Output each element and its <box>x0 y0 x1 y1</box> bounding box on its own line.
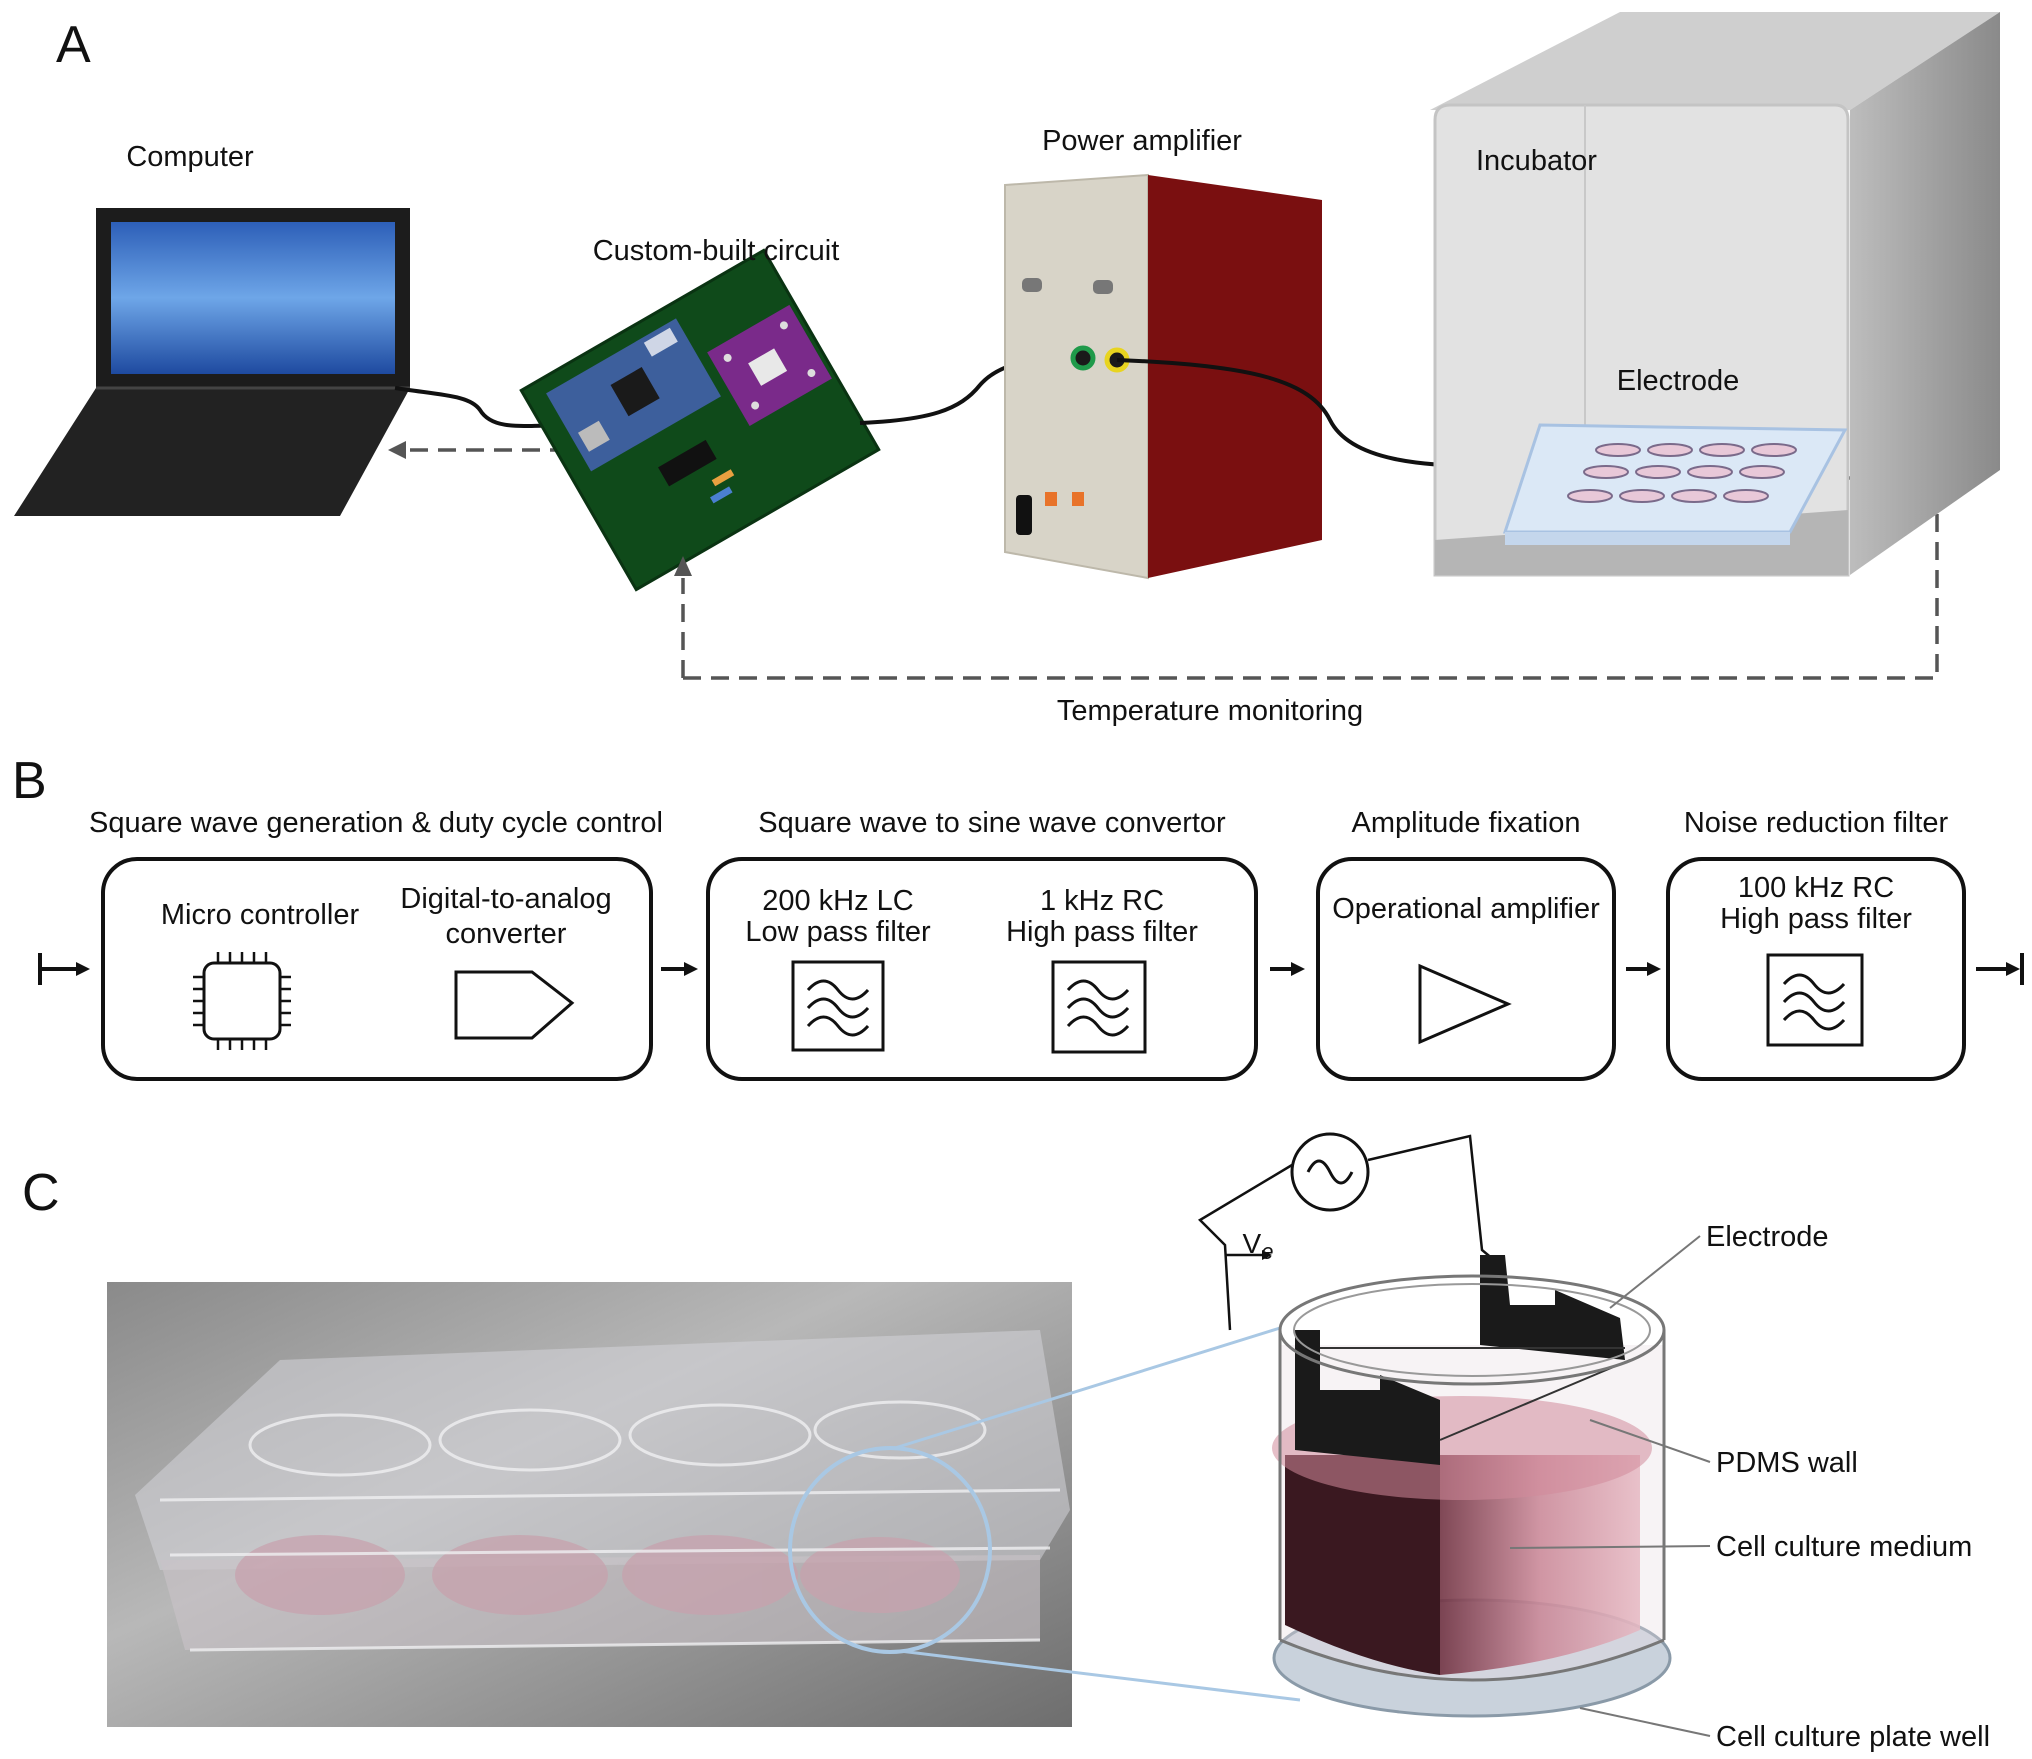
panel-b-letter: B <box>12 752 47 810</box>
arrow-right-icon <box>2006 962 2020 976</box>
stage-1-item-2-line-2: converter <box>446 918 567 950</box>
magnified-well-marker <box>788 1446 992 1654</box>
callout-cell-culture-medium: Cell culture medium <box>1716 1531 1972 1563</box>
laptop <box>14 208 410 516</box>
voltage-symbol: Ve <box>1243 1228 1274 1264</box>
panel-a: A Computer Custom-buil <box>14 12 2000 727</box>
stage-3-title: Amplitude fixation <box>1352 807 1581 839</box>
stage-3-item-1-line-1: Operational amplifier <box>1332 893 1600 925</box>
arrow-left-icon <box>388 441 406 459</box>
cable-laptop-circuit <box>394 386 566 428</box>
stage-2-item-1-line-2: Low pass filter <box>745 916 931 948</box>
arrow-up-icon <box>674 556 692 576</box>
filter-icon <box>791 960 885 1052</box>
panel-a-letter: A <box>56 16 91 74</box>
stage-4-title: Noise reduction filter <box>1684 807 1949 839</box>
stage-1-item-1-line-1: Micro controller <box>161 899 360 931</box>
panel-b: B Square wave generation & duty cycle co… <box>12 752 2024 1081</box>
vector-arrow-icon <box>1262 1250 1272 1260</box>
incubator-top <box>1430 12 2000 110</box>
green-terminal-icon <box>1070 345 1096 371</box>
dac-icon <box>454 970 575 1040</box>
label-custom-circuit: Custom-built circuit <box>593 235 840 267</box>
arrow-right-icon <box>1291 962 1305 976</box>
stage-4-box <box>1666 857 1966 1081</box>
label-temperature-monitoring: Temperature monitoring <box>1057 695 1363 727</box>
stage-2-item-1-line-1: 200 kHz LC <box>762 885 914 917</box>
stage-4-item-1-line-2: High pass filter <box>1720 903 1912 935</box>
stage-1-title: Square wave generation & duty cycle cont… <box>89 807 663 839</box>
laptop-screen <box>111 222 395 374</box>
stage-1-box <box>101 857 653 1081</box>
callout-pdms-wall: PDMS wall <box>1716 1447 1858 1479</box>
callout-electrode: Electrode <box>1706 1221 1829 1253</box>
stage-2-title: Square wave to sine wave convertor <box>758 807 1226 839</box>
label-incubator: Incubator <box>1476 145 1597 177</box>
incubator-side <box>1850 12 2000 575</box>
cell-culture-medium <box>1440 1455 1640 1675</box>
power-amplifier <box>1004 173 1322 580</box>
electrode-back <box>1480 1255 1625 1360</box>
opamp-icon <box>1418 963 1512 1045</box>
custom-circuit-board <box>519 248 881 592</box>
arrow-right-icon <box>684 962 698 976</box>
cable-amplifier-electrode <box>1116 358 1511 469</box>
label-computer: Computer <box>126 141 254 173</box>
stage-2-item-2-line-1: 1 kHz RC <box>1040 885 1164 917</box>
label-electrode-a: Electrode <box>1617 365 1740 397</box>
chip-icon <box>193 952 291 1050</box>
electrode-front <box>1295 1330 1440 1465</box>
power-switch-icon <box>1016 495 1032 535</box>
stage-2-item-2-line-2: High pass filter <box>1006 916 1198 948</box>
panel-c: C <box>22 1132 1990 1753</box>
filter-icon <box>1766 953 1864 1047</box>
stage-2-box <box>706 857 1258 1081</box>
electrode-plate <box>1502 423 1848 545</box>
front-electrode-shadow <box>1285 1455 1440 1675</box>
amplifier-side <box>1148 175 1322 578</box>
stage-1-item-2-line-1: Digital-to-analog <box>400 883 611 915</box>
arrow-right-icon <box>1647 962 1661 976</box>
filter-icon <box>1051 960 1147 1054</box>
stage-4-item-1-line-1: 100 kHz RC <box>1738 872 1894 904</box>
label-power-amplifier: Power amplifier <box>1042 125 1242 157</box>
well-plate-photo <box>107 1282 1072 1727</box>
well-schematic <box>1272 1255 1672 1718</box>
laptop-base <box>14 388 410 516</box>
arrow-right-icon <box>76 962 90 976</box>
callout-cell-culture-plate-well: Cell culture plate well <box>1716 1721 1990 1753</box>
panel-c-letter: C <box>22 1164 60 1222</box>
stage-3-box <box>1316 857 1616 1081</box>
